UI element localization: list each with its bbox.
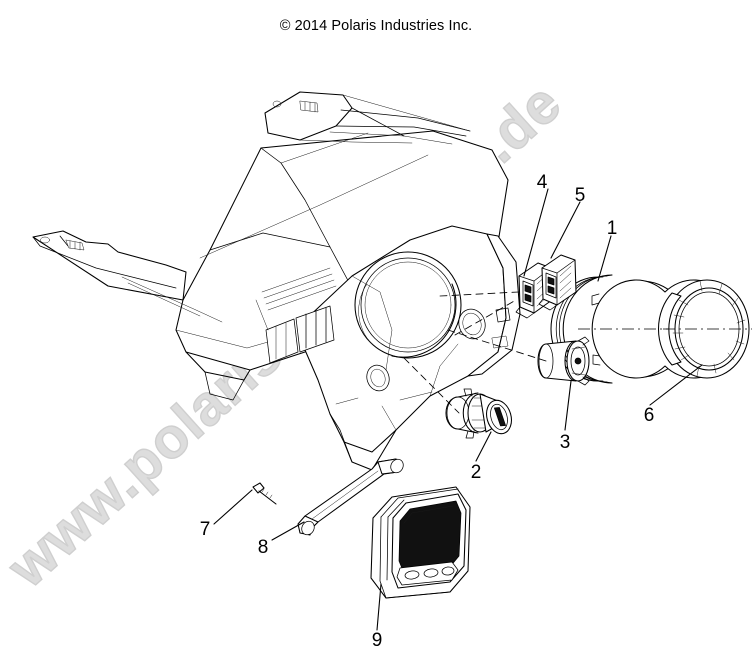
callout-number-7: 7	[200, 519, 211, 540]
leader-line-9	[376, 583, 382, 631]
leader-line-8	[271, 521, 305, 541]
part-6-gauge-bezel-ring	[591, 279, 752, 379]
leader-line-6	[649, 364, 703, 406]
callout-number-4: 4	[537, 172, 548, 193]
part-3-power-outlet-socket	[537, 336, 590, 386]
part-4-5-rocker-switches	[515, 254, 577, 319]
assembly-guide-lines	[403, 291, 547, 414]
leader-line-3	[564, 380, 572, 431]
part-9-lcd-display-unit	[370, 486, 471, 599]
callout-number-3: 3	[560, 432, 571, 453]
leader-line-1	[597, 235, 612, 282]
copyright-notice: © 2014 Polaris Industries Inc.	[279, 18, 473, 34]
leader-line-5	[550, 201, 581, 259]
callout-number-9: 9	[372, 630, 383, 651]
part-8-mounting-bracket	[297, 458, 404, 536]
dash-hood-panel	[32, 130, 509, 401]
callout-leader-lines	[213, 188, 703, 631]
vent-slots	[255, 267, 337, 364]
callout-number-2: 2	[471, 462, 482, 483]
leader-line-7	[213, 489, 253, 525]
callout-number-5: 5	[575, 185, 586, 206]
callout-numbers: 4 5 1 6 3 2 7 8 9	[200, 172, 655, 651]
leader-line-2	[475, 431, 492, 462]
callout-number-6: 6	[644, 405, 655, 426]
part-2-ignition-switch	[445, 388, 512, 439]
callout-number-1: 1	[607, 218, 618, 239]
part-7-mounting-screw	[252, 482, 277, 505]
leader-line-4	[523, 188, 549, 277]
center-console	[302, 225, 521, 471]
dash-upper-mount-tab	[264, 91, 471, 145]
callout-number-8: 8	[258, 537, 269, 558]
